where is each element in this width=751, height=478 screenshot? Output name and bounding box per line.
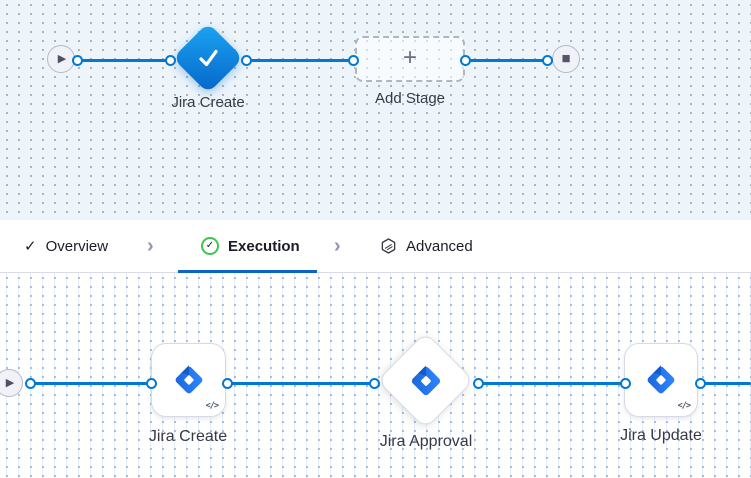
port-approval-out[interactable] — [472, 377, 484, 389]
tab-overview-label: Overview — [45, 237, 109, 255]
step-label: Jira Approval — [379, 433, 473, 450]
edge-update-to-next — [700, 381, 751, 385]
tab-advanced[interactable]: Advanced — [380, 220, 473, 272]
edge-start-to-create — [30, 381, 151, 385]
add-stage-button[interactable]: + — [355, 36, 465, 82]
jira-logo-icon — [647, 365, 675, 394]
port-end-in[interactable] — [541, 54, 553, 66]
stage-canvas[interactable]: ▶ + ■ Jira Create Add Stage — [0, 0, 751, 220]
step-node-jira-approval[interactable] — [376, 331, 475, 430]
check-icon: ✓ — [205, 240, 215, 251]
edge-approval-to-update — [478, 381, 625, 385]
port-approval-in[interactable] — [368, 377, 380, 389]
stage-node-jira-create[interactable] — [172, 22, 244, 94]
check-icon — [199, 49, 218, 67]
execution-start-node: ▶ — [0, 369, 23, 397]
step-label: Jira Update — [620, 427, 702, 444]
port-create-in[interactable] — [145, 377, 157, 389]
step-node-jira-create[interactable]: </> — [151, 343, 226, 417]
play-icon: ▶ — [5, 376, 15, 389]
plus-icon: + — [402, 44, 417, 71]
edge-stage-to-addstage — [246, 58, 353, 62]
chevron-right-icon: › — [147, 234, 154, 257]
pipeline-start-node: ▶ — [47, 45, 75, 73]
jira-logo-icon — [175, 365, 202, 394]
port-update-out[interactable] — [694, 377, 706, 389]
edge-create-to-approval — [227, 381, 374, 385]
step-node-jira-update[interactable]: </> — [624, 343, 698, 417]
code-badge-icon: </> — [677, 401, 691, 411]
port-start-out[interactable] — [71, 54, 83, 66]
check-circle-icon: ✓ — [201, 237, 219, 255]
jira-logo-icon — [411, 365, 440, 395]
port-addstage-out[interactable] — [459, 54, 471, 66]
tab-overview[interactable]: ✓ Overview — [24, 220, 108, 272]
add-stage-label: Add Stage — [374, 90, 446, 107]
tab-execution-label: Execution — [228, 237, 300, 255]
tab-advanced-label: Advanced — [406, 237, 473, 255]
code-badge-icon: </> — [205, 401, 219, 411]
port-stage-in[interactable] — [164, 54, 176, 66]
port-update-in[interactable] — [619, 377, 631, 389]
edge-addstage-to-end — [465, 58, 547, 62]
edge-start-to-stage — [77, 58, 170, 62]
port-stage-out[interactable] — [240, 54, 252, 66]
play-icon: ▶ — [57, 52, 67, 65]
port-start-out[interactable] — [24, 377, 36, 389]
active-tab-underline — [178, 269, 317, 273]
port-addstage-in[interactable] — [347, 54, 359, 66]
hexagon-icon — [381, 238, 396, 254]
stage-config-tabs: ✓ Overview › ✓ Execution › Advanced — [0, 220, 751, 273]
pipeline-end-node: ■ — [552, 45, 580, 73]
execution-canvas[interactable]: ▶ </> — [0, 273, 751, 478]
port-create-out[interactable] — [221, 377, 233, 389]
stage-label: Jira Create — [171, 94, 245, 111]
chevron-right-icon: › — [334, 234, 341, 257]
step-label: Jira Create — [148, 428, 228, 445]
check-icon: ✓ — [24, 237, 37, 255]
stop-icon: ■ — [561, 49, 571, 67]
tab-execution[interactable]: ✓ Execution — [201, 220, 300, 272]
